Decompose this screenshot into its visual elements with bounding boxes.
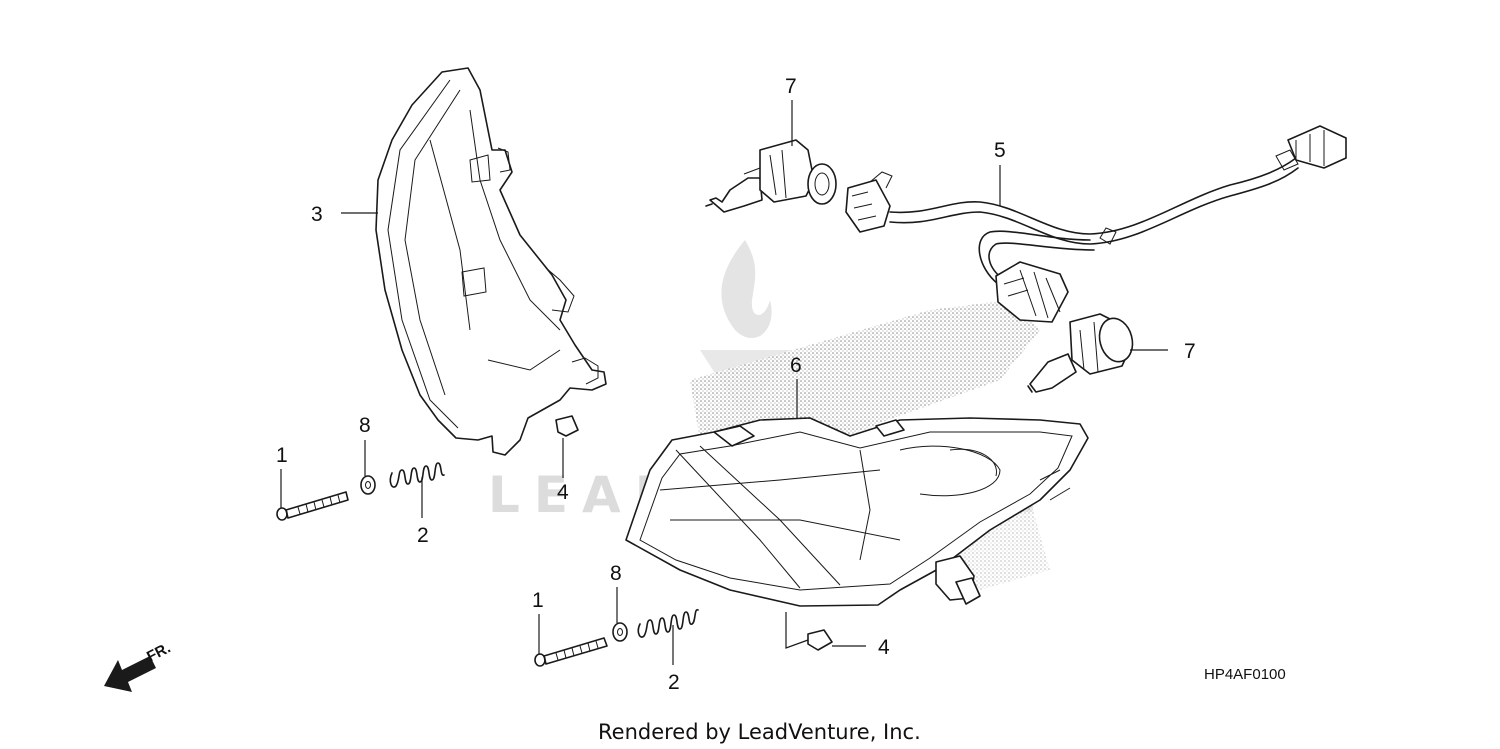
callout-nut-upper: 4: [557, 481, 569, 504]
callout-spring-lower: 2: [668, 671, 680, 694]
callout-bulb-right: 7: [1184, 340, 1196, 363]
washer-lower: [612, 622, 628, 642]
bulb-upper: [705, 139, 837, 213]
harness: [845, 125, 1347, 323]
callout-washer-lower: 8: [610, 562, 622, 585]
nut-lower: [807, 629, 833, 651]
arrow-front-icon: [104, 656, 156, 692]
reference-code: HP4AF0100: [1204, 666, 1286, 683]
callout-washer-upper: 8: [359, 414, 371, 437]
callout-bulb-upper: 7: [785, 75, 797, 98]
bolt-upper: [276, 491, 349, 521]
callout-lens-cover: 3: [311, 203, 323, 226]
bulb-right: [1027, 313, 1134, 393]
front-direction-indicator: FR.: [104, 639, 173, 692]
callout-spring-upper: 2: [417, 524, 429, 547]
nut-upper: [555, 415, 579, 437]
callout-harness: 5: [994, 139, 1006, 162]
callout-headlight-unit: 6: [790, 354, 802, 377]
headlight-unit: [625, 417, 1089, 607]
spring-lower: [637, 609, 699, 638]
watermark-flame-icon: [721, 240, 772, 339]
washer-upper: [360, 475, 376, 495]
spring-upper: [389, 462, 445, 488]
leader-lines: [280, 100, 1168, 665]
credit-line: Rendered by LeadVenture, Inc.: [598, 720, 921, 744]
callouts: 3 1 8 2 4 7 5 7 6 1 8 2 4: [276, 75, 1196, 694]
callout-nut-lower: 4: [878, 636, 890, 659]
callout-bolt-upper: 1: [276, 444, 288, 467]
callout-bolt-lower: 1: [532, 589, 544, 612]
bolt-lower: [534, 637, 608, 667]
lens-cover: [375, 67, 607, 456]
